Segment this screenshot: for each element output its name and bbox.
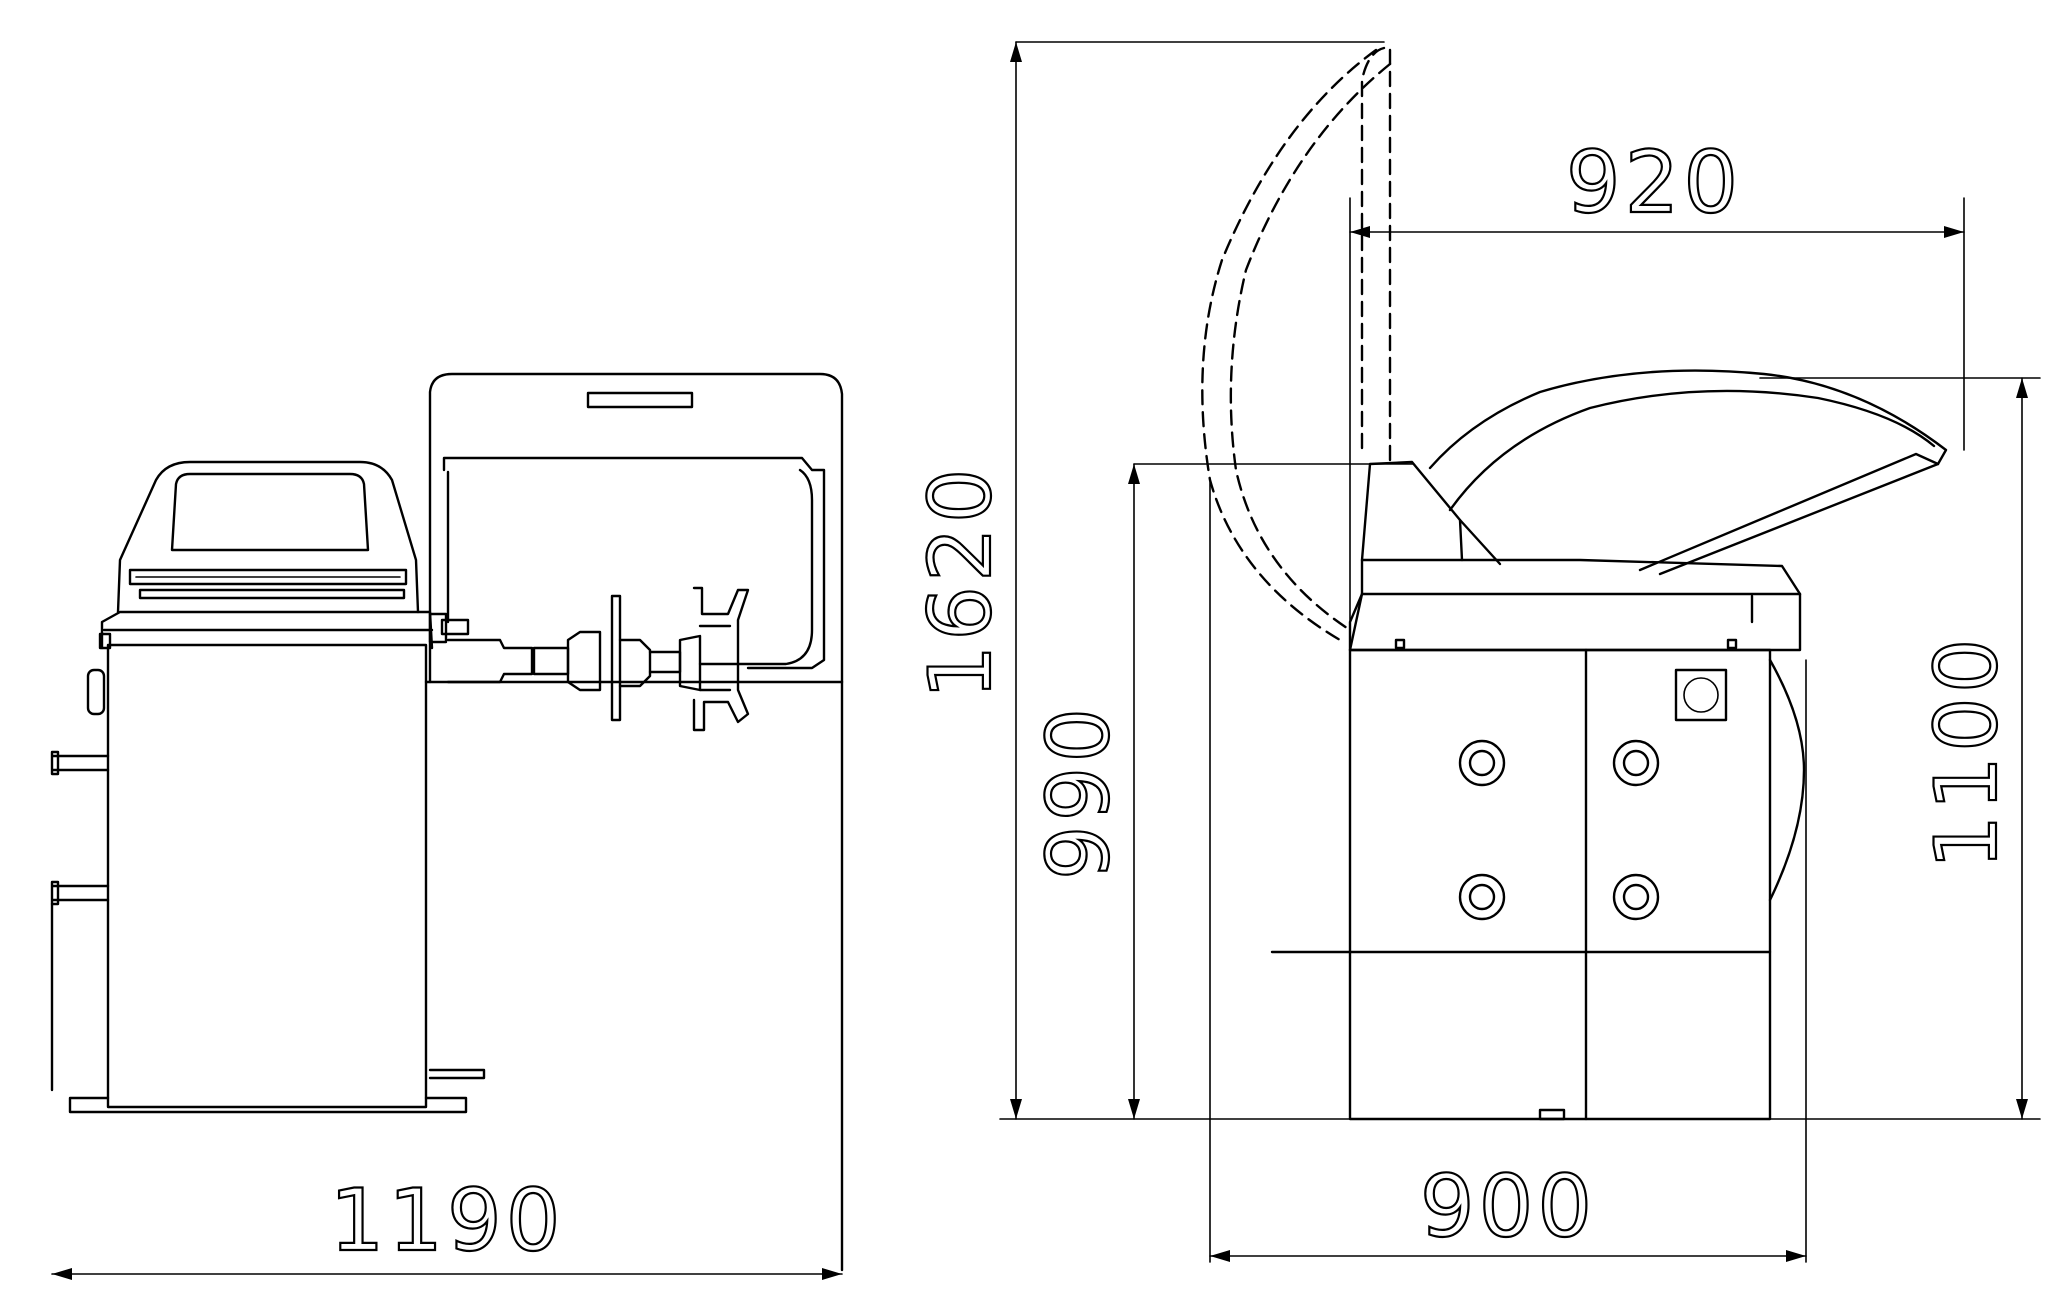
dimension-width-front: 1190 (51, 1170, 843, 1280)
dim-920-label: 920 (1566, 133, 1742, 233)
side-accessory-pins (1458, 739, 1660, 921)
front-shaft-assembly (428, 586, 750, 732)
dim-1100-label: 1100 (1917, 635, 2017, 870)
dimension-height-body: 990 (1028, 463, 1415, 1120)
dimension-width-side: 900 (1209, 479, 1807, 1263)
dimension-depth-top: 920 (1349, 132, 1965, 651)
dim-900-label: 900 (1420, 1157, 1596, 1257)
front-cabinet (68, 610, 486, 1114)
side-cabinet (1270, 648, 1772, 1121)
front-view: 1190 (50, 372, 844, 1280)
front-wheel-guard (424, 372, 844, 1272)
dim-1620-label: 1620 (911, 465, 1011, 700)
side-wheel-guard-open (1201, 46, 1464, 642)
side-wheel-guard-closed (1428, 369, 1948, 576)
dimension-height-total: 1620 (910, 41, 1385, 1120)
dim-990-label: 990 (1029, 704, 1129, 880)
dim-1190-label: 1190 (330, 1171, 565, 1271)
dimension-height-hood: 1100 (1759, 377, 2041, 1120)
front-display-head (116, 460, 420, 614)
side-top-deck (1348, 558, 1806, 902)
side-view: 1620 990 1100 920 (910, 41, 2041, 1263)
front-side-accessories (50, 632, 112, 1092)
